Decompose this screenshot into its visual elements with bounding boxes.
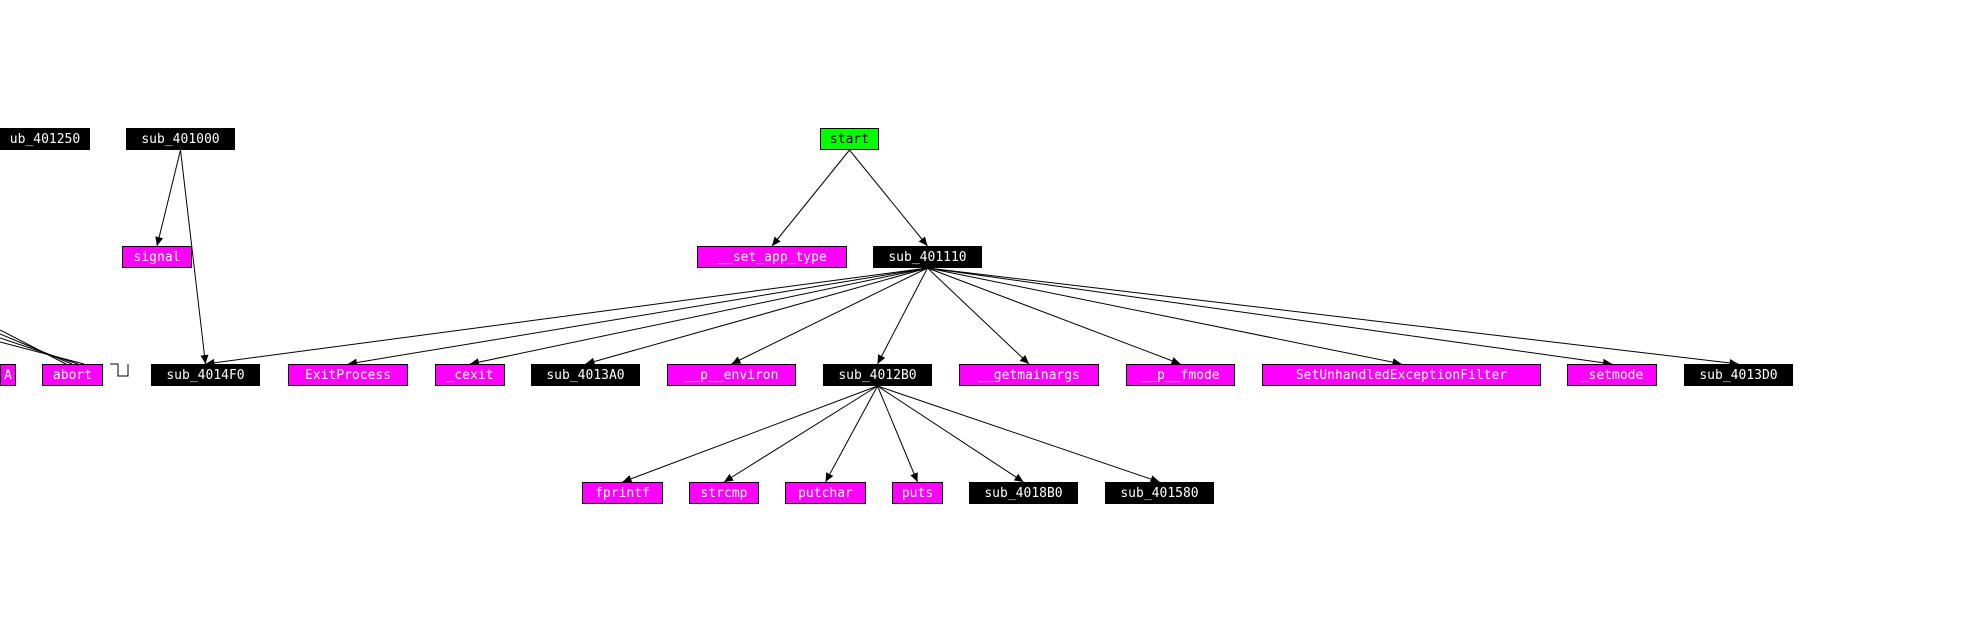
graph-node-label: signal	[133, 249, 181, 265]
graph-edge-sub_401110-to-cexit	[469, 267, 928, 367]
graph-node-sub-401580[interactable]: sub_401580	[1105, 482, 1214, 504]
graph-edge-start-to-sub_401110	[849, 149, 928, 247]
graph-node-signal[interactable]: signal	[122, 246, 192, 268]
graph-node-cexit[interactable]: _cexit	[435, 364, 505, 386]
graph-node-sub-401110[interactable]: sub_401110	[873, 246, 982, 268]
graph-edge-loop	[110, 363, 129, 377]
graph-node-label: sub_4012B0	[838, 367, 917, 383]
graph-node-label: SetUnhandledExceptionFilter	[1295, 367, 1508, 383]
graph-node-label: start	[829, 131, 870, 147]
graph-node-label: sub_4013D0	[1699, 367, 1778, 383]
graph-node-sub-4014f0[interactable]: sub_4014F0	[151, 364, 260, 386]
graph-edge-sub_401110-to-sub_4014f0	[205, 267, 928, 367]
graph-node-setmode[interactable]: _setmode	[1567, 364, 1657, 386]
graph-node-sub-401250[interactable]: ub_401250	[0, 128, 90, 150]
graph-node-sub-4018b0[interactable]: sub_4018B0	[969, 482, 1078, 504]
graph-edge-sub_4012b0-to-sub_401580	[877, 385, 1160, 483]
graph-node-strcmp[interactable]: strcmp	[689, 482, 759, 504]
graph-node-a[interactable]: A	[0, 364, 16, 386]
graph-edge-sub_401110-to-p_environ	[731, 267, 928, 365]
graph-node-sub-401000[interactable]: sub_401000	[126, 128, 235, 150]
graph-edge-sub_401000-to-signal	[155, 149, 181, 247]
graph-edge-sub_4012b0-to-putchar	[825, 385, 878, 483]
graph-node-p-fmode[interactable]: __p__fmode	[1126, 364, 1235, 386]
graph-node-label: ExitProcess	[304, 367, 392, 383]
graph-edge-sub_401110-to-sub_4013a0	[585, 267, 928, 366]
graph-edge-sub_4012b0-to-strcmp	[723, 385, 878, 483]
graph-edge-sub_4012b0-to-fprintf	[622, 385, 878, 483]
graph-edge-sub_401110-to-setunhandled	[927, 267, 1402, 367]
graph-edge-sub_401110-to-setmode	[927, 267, 1613, 367]
graph-node-sub-4013a0[interactable]: sub_4013A0	[531, 364, 640, 386]
graph-node-fprintf[interactable]: fprintf	[582, 482, 663, 504]
graph-node-label: _cexit	[446, 367, 494, 383]
graph-node-label: sub_401000	[141, 131, 220, 147]
graph-edge-sub_4012b0-to-sub_4018b0	[877, 385, 1024, 483]
graph-node-label: sub_4013A0	[546, 367, 625, 383]
graph-node-sub-4012b0[interactable]: sub_4012B0	[823, 364, 932, 386]
graph-edge-offscreen	[0, 341, 85, 365]
graph-edge-offscreen	[0, 333, 73, 365]
graph-node-start[interactable]: start	[820, 128, 879, 150]
graph-node-label: puts	[901, 485, 934, 501]
graph-node-label: sub_4014F0	[166, 367, 245, 383]
graph-node-label: __getmainargs	[978, 367, 1080, 383]
graph-node-label: __set_app_type	[717, 249, 827, 265]
graph-edge-offscreen	[0, 329, 67, 365]
graph-edge-offscreen	[0, 337, 79, 365]
graph-node-exitprocess[interactable]: ExitProcess	[288, 364, 408, 386]
graph-node-label: A	[4, 367, 12, 383]
graph-edge-sub_401110-to-sub_4012b0	[877, 267, 928, 365]
graph-node-putchar[interactable]: putchar	[785, 482, 866, 504]
graph-node-getmainargs[interactable]: __getmainargs	[959, 364, 1099, 386]
graph-node-label: putchar	[798, 485, 853, 501]
graph-node-set-app-type[interactable]: __set_app_type	[697, 246, 847, 268]
graph-node-setunhandled[interactable]: SetUnhandledExceptionFilter	[1262, 364, 1541, 386]
graph-node-label: sub_401110	[888, 249, 967, 265]
graph-node-label: ub_401250	[9, 131, 81, 147]
graph-node-label: abort	[52, 367, 93, 383]
graph-node-label: strcmp	[700, 485, 748, 501]
graph-edge-sub_401110-to-sub_4013d0	[927, 267, 1739, 367]
graph-node-label: sub_4018B0	[984, 485, 1063, 501]
graph-node-abort[interactable]: abort	[42, 364, 103, 386]
graph-node-label: fprintf	[595, 485, 650, 501]
graph-edge-sub_4012b0-to-puts	[877, 385, 918, 483]
graph-edge-sub_401110-to-exitprocess	[347, 267, 928, 367]
graph-edge-sub_401110-to-p_fmode	[927, 267, 1181, 365]
graph-node-label: _setmode	[1580, 367, 1644, 383]
graph-node-sub-4013d0[interactable]: sub_4013D0	[1684, 364, 1793, 386]
graph-edge-start-to-set_app_type	[771, 149, 850, 247]
graph-edge-sub_401110-to-getmainargs	[927, 267, 1030, 365]
graph-node-label: __p__environ	[684, 367, 779, 383]
graph-node-label: __p__fmode	[1141, 367, 1220, 383]
graph-node-p-environ[interactable]: __p__environ	[667, 364, 796, 386]
graph-edge-sub_401000-to-sub_4014f0	[180, 149, 209, 365]
graph-node-label: sub_401580	[1120, 485, 1199, 501]
graph-node-puts[interactable]: puts	[892, 482, 943, 504]
